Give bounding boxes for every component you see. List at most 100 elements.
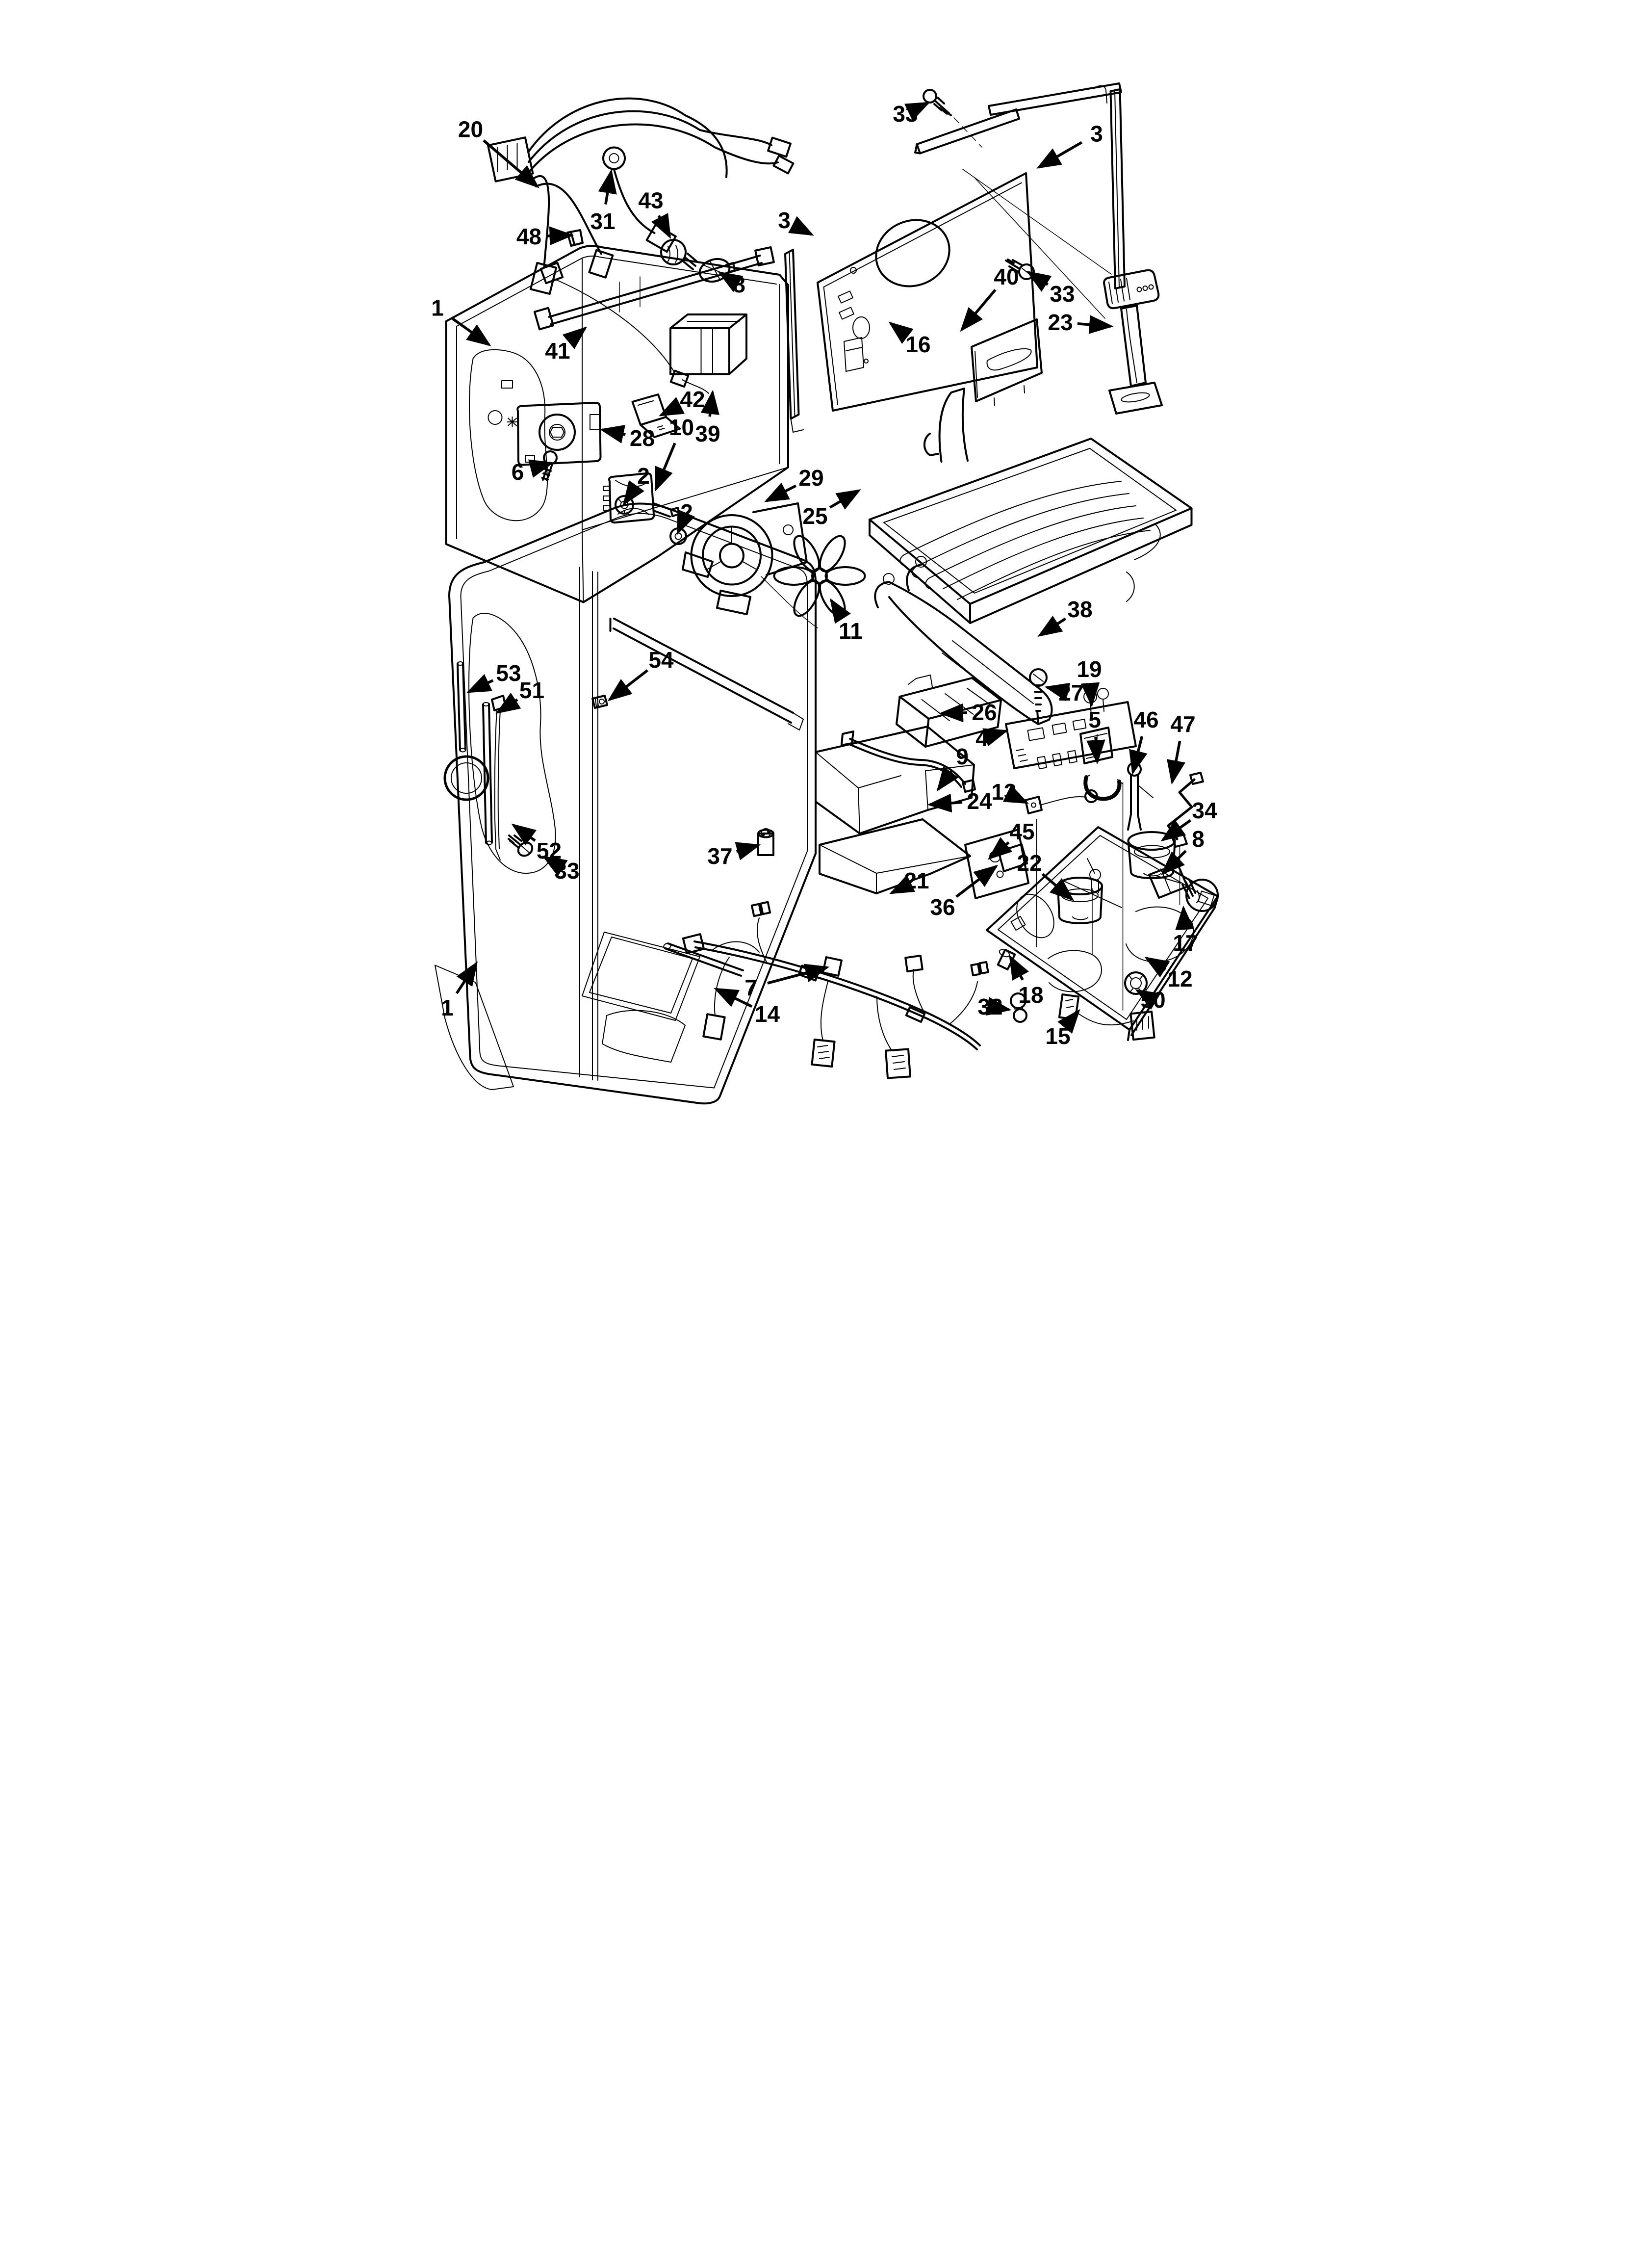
part-callout-27: 27 (1044, 680, 1084, 705)
leader-arrow (987, 837, 1013, 860)
part-callout-16: 16 (888, 321, 931, 357)
leader-arrow (735, 842, 761, 860)
part-number: 29 (798, 465, 823, 491)
leader-arrow (1009, 955, 1029, 981)
evap-cover-art (815, 726, 1029, 899)
leader-arrow (982, 728, 1009, 747)
part-callout-3: 3 (778, 208, 814, 236)
part-number: 51 (519, 678, 544, 703)
part-callout-9: 9 (936, 744, 969, 792)
part-callout-1: 1 (441, 961, 478, 1020)
part-callout-13: 13 (991, 779, 1029, 805)
part-number: 7 (744, 975, 757, 1000)
part-number: 33 (1050, 281, 1075, 307)
part-number: 4 (975, 726, 988, 751)
part-number: 15 (1045, 1023, 1070, 1049)
part-callout-4: 4 (975, 726, 1009, 751)
leader-arrow (599, 425, 626, 443)
light-bulb-17-icon (1181, 879, 1219, 912)
part-number: 24 (967, 788, 992, 814)
upper-liner-art (445, 245, 789, 603)
drain-tube-53-icon (457, 661, 466, 753)
part-callout-21: 21 (889, 868, 929, 894)
duct-cup-34-icon (1127, 831, 1176, 879)
part-callout-38: 38 (1037, 597, 1093, 637)
clamp-5-icon (1083, 775, 1123, 801)
part-number: 37 (707, 843, 732, 869)
part-callout-45: 45 (987, 819, 1035, 860)
part-callout-24: 24 (927, 788, 992, 814)
grommet-31-icon (602, 146, 626, 170)
part-number: 50 (1140, 987, 1165, 1013)
part-callout-31: 31 (590, 169, 617, 234)
part-number: 13 (991, 779, 1016, 805)
part-number: 1 (431, 295, 444, 321)
exploded-diagram-svg: 2031434881414239281026229251133333316402… (410, 0, 1232, 1134)
leader-arrow (1077, 315, 1114, 334)
leader-arrow (659, 397, 685, 417)
part-number: 47 (1170, 711, 1195, 737)
leader-arrow (889, 875, 915, 894)
leader-arrow (700, 390, 719, 417)
leader-arrow (788, 216, 814, 236)
part-number: 3 (778, 208, 791, 233)
leader-arrow (718, 271, 744, 292)
part-callout-51: 51 (495, 678, 544, 714)
leader-arrow (714, 988, 753, 1008)
part-number: 10 (669, 415, 694, 440)
plug-37-icon (757, 828, 774, 856)
part-number: 19 (1077, 656, 1102, 682)
part-callout-8: 8 (1161, 826, 1205, 875)
leader-arrow (904, 102, 930, 121)
leader-arrow (1026, 271, 1052, 292)
leader-arrow (829, 489, 861, 510)
auger-handle-23-icon (1103, 269, 1163, 415)
part-number: 17 (1173, 930, 1198, 956)
fan-blade-11-art (773, 535, 866, 617)
part-number: 45 (1009, 819, 1034, 844)
ice-bin-39-icon (669, 313, 747, 375)
part-callout-34: 34 (1160, 798, 1217, 842)
part-callout-32: 32 (977, 994, 1012, 1019)
part-callout-40: 40 (960, 264, 1019, 332)
part-callout-37: 37 (707, 842, 761, 869)
shelf-rail-art (609, 618, 804, 730)
part-number: 27 (1058, 680, 1083, 705)
part-callout-11: 11 (830, 598, 863, 644)
part-number: 38 (1067, 597, 1092, 622)
outer-frame-3-icon (988, 82, 1126, 289)
leader-arrow (1003, 784, 1029, 804)
clip-54-icon (591, 695, 608, 709)
part-callout-53: 53 (466, 660, 521, 693)
leader-arrow (495, 692, 521, 714)
leader-arrow (676, 509, 695, 536)
clip-48-icon (566, 229, 584, 247)
back-panel-art (784, 82, 1163, 433)
part-callout-39: 39 (695, 390, 720, 446)
part-callout-2: 2 (676, 499, 695, 536)
leader-arrow (1167, 740, 1185, 785)
part-callout-15: 15 (1045, 1009, 1080, 1049)
part-number: 46 (1133, 707, 1158, 732)
evaporator-tray-25-art (869, 388, 1193, 624)
part-number: 26 (972, 700, 997, 725)
part-number: 54 (648, 647, 674, 673)
part-number: 3 (1090, 121, 1103, 147)
tube-51-icon (482, 702, 493, 845)
leader-arrow (1160, 819, 1191, 842)
leader-arrow (830, 598, 851, 624)
leader-arrow (888, 321, 914, 344)
leader-arrow (1175, 905, 1194, 931)
leader-arrow (955, 864, 999, 898)
part-number: 25 (802, 503, 827, 529)
stamp-36-icon (998, 843, 1028, 872)
part-number: 43 (638, 188, 663, 213)
thermostat-13-icon (1025, 789, 1098, 814)
part-number: 40 (994, 264, 1019, 289)
part-number: 9 (956, 744, 969, 769)
leader-arrow (936, 766, 959, 792)
part-callout-33: 33 (893, 101, 930, 127)
part-number: 12 (1167, 966, 1192, 991)
leader-arrow (1144, 957, 1170, 978)
